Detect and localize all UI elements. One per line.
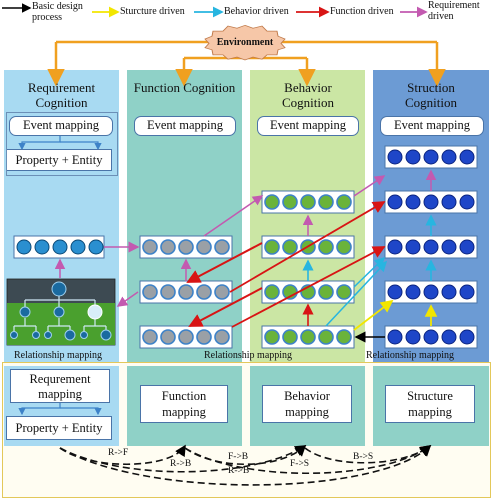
arc-label-r-f: R->F — [108, 448, 129, 458]
legend-behavior-label: Behavior driven — [224, 6, 289, 17]
behavior-cognition-title: Behavior Cognition — [281, 80, 334, 110]
node-rows — [13, 145, 478, 349]
beh-event-mapping: Event mapping — [257, 116, 359, 136]
environment-seal — [204, 24, 286, 61]
relationship-mapping-label-1: Relationship mapping — [14, 350, 103, 361]
requirement-mapping-box: Requrement mapping — [10, 369, 110, 403]
bottom-req-arrows — [18, 402, 102, 416]
req-event-arrows — [18, 135, 102, 151]
behavior-mapping-box: Behavior mapping — [262, 385, 352, 423]
req-event-mapping: Event mapping — [9, 116, 113, 136]
dashed-arcs — [59, 444, 432, 486]
structure-mapping-box: Structure mapping — [385, 385, 475, 423]
function-mapping-box: Function mapping — [140, 385, 228, 423]
structure-cognition-title: Struction Cognition — [404, 80, 457, 110]
legend-structure-label: Sturcture driven — [120, 6, 185, 17]
arc-label-r-b-2: R->B — [228, 466, 250, 476]
legend-requirement-label: Requirement driven — [428, 0, 480, 22]
requirement-tree — [6, 278, 116, 346]
arc-label-r-b-1: R->B — [170, 459, 192, 469]
arc-label-f-b: F->B — [228, 452, 249, 462]
func-event-mapping: Event mapping — [134, 116, 236, 136]
arc-label-b-s: B->S — [353, 452, 374, 462]
arc-label-f-s: F->S — [290, 459, 310, 469]
relationship-mapping-label-2: Relationship mapping — [204, 350, 293, 361]
req-event-frame — [6, 112, 118, 176]
relationship-mapping-label-3: Relationship mapping — [366, 350, 455, 361]
bottom-property-entity: Property + Entity — [6, 416, 112, 440]
legend-function-label: Function driven — [330, 6, 394, 17]
driven-arrows — [54, 169, 438, 343]
requirement-cognition-title: Requirement Cognition — [27, 80, 96, 110]
str-event-mapping: Event mapping — [380, 116, 484, 136]
environment-label: Environment — [216, 37, 274, 48]
legend-arrows — [2, 3, 428, 18]
req-property-entity: Property + Entity — [6, 149, 112, 171]
legend-basic-label: Basic design process — [32, 1, 83, 23]
function-cognition-title: Function Cognition — [133, 80, 236, 95]
